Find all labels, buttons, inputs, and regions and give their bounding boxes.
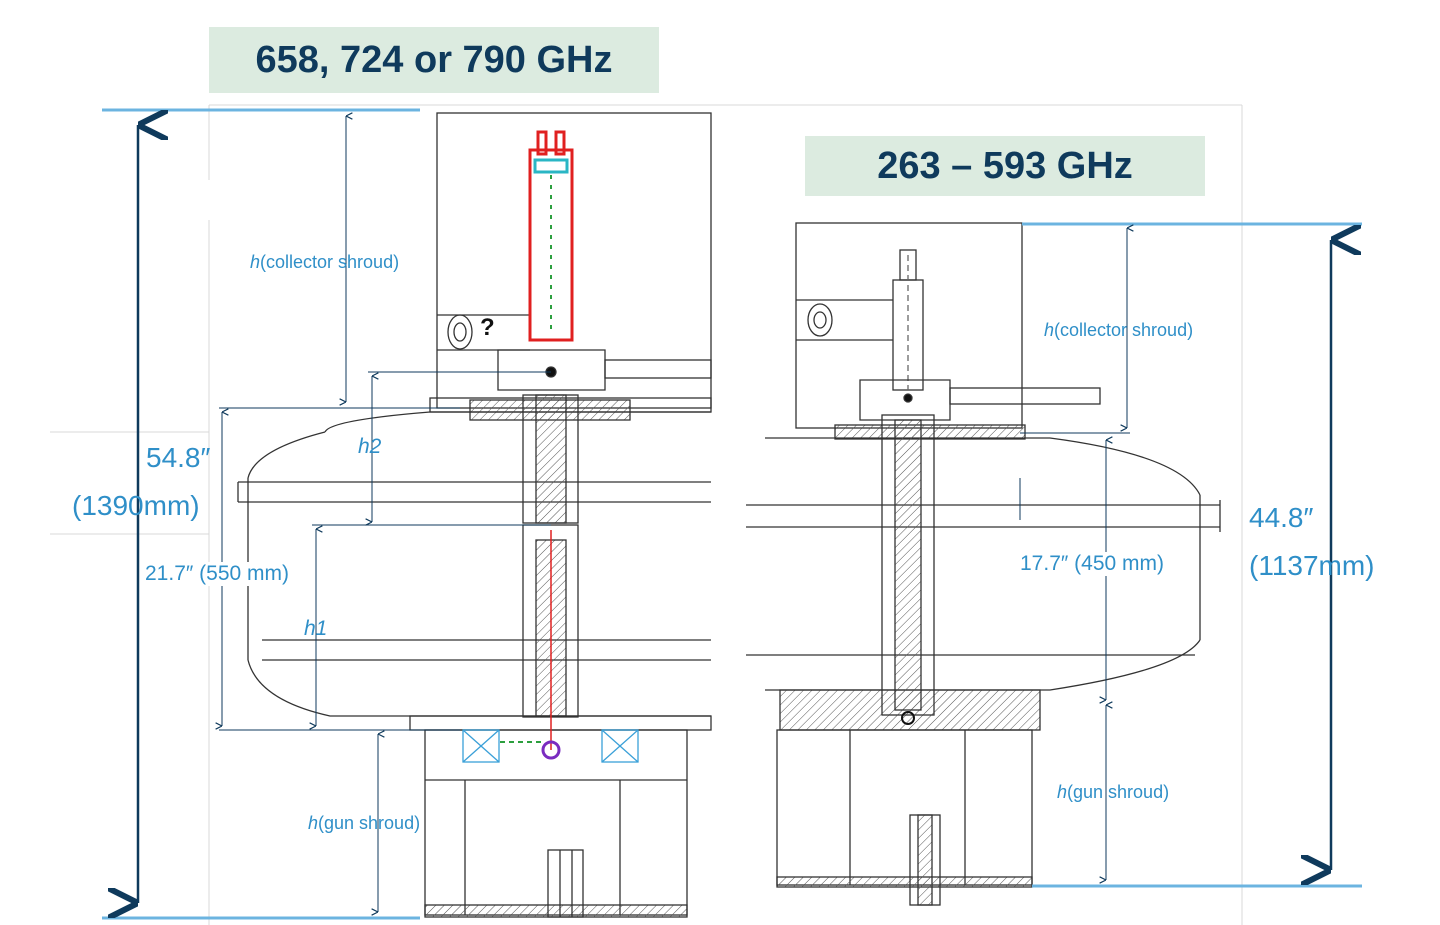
right-spacing-label: 17.7″ (450 mm) [1020,552,1164,576]
left-gun-var: h [308,813,319,833]
left-magnet-drawing [237,112,712,918]
left-collector-var: h [250,252,261,272]
right-dimensions [1019,222,1362,888]
right-total-height-inches: 44.8″ [1249,502,1314,533]
right-frequency-title: 263 – 593 GHz [805,136,1205,196]
left-h2-label: h2 [358,435,381,459]
left-question-mark: ? [480,314,495,341]
right-collector-var: h [1044,320,1055,340]
left-h1-text: h1 [304,617,328,640]
left-gun-text: (gun shroud) [318,813,421,833]
right-gun-var: h [1057,782,1068,802]
right-collector-text: (collector shroud) [1054,320,1194,340]
left-frequency-title-text: 658, 724 or 790 GHz [255,38,613,81]
right-gun-shroud-label: h(gun shroud) [1057,782,1169,803]
left-total-height-inches: 54.8″ [146,442,211,473]
left-gun-shroud-label: h(gun shroud) [308,813,420,834]
right-collector-shroud-label: h(collector shroud) [1044,320,1193,341]
left-dimensions [102,108,551,920]
left-collector-text: (collector shroud) [260,252,400,272]
left-spacing-label: 21.7″ (550 mm) [145,562,289,586]
right-gun-text: (gun shroud) [1067,782,1170,802]
right-total-height-mm: (1137mm) [1249,550,1375,581]
right-frequency-title-text: 263 – 593 GHz [877,144,1133,187]
left-collector-shroud-label: h(collector shroud) [250,252,399,273]
left-frequency-title: 658, 724 or 790 GHz [209,27,659,93]
left-total-height-mm: (1390mm) [72,490,200,521]
right-magnet-drawing [746,222,1221,906]
left-h1-label: h1 [304,617,327,641]
left-h2-text: h2 [358,435,382,458]
